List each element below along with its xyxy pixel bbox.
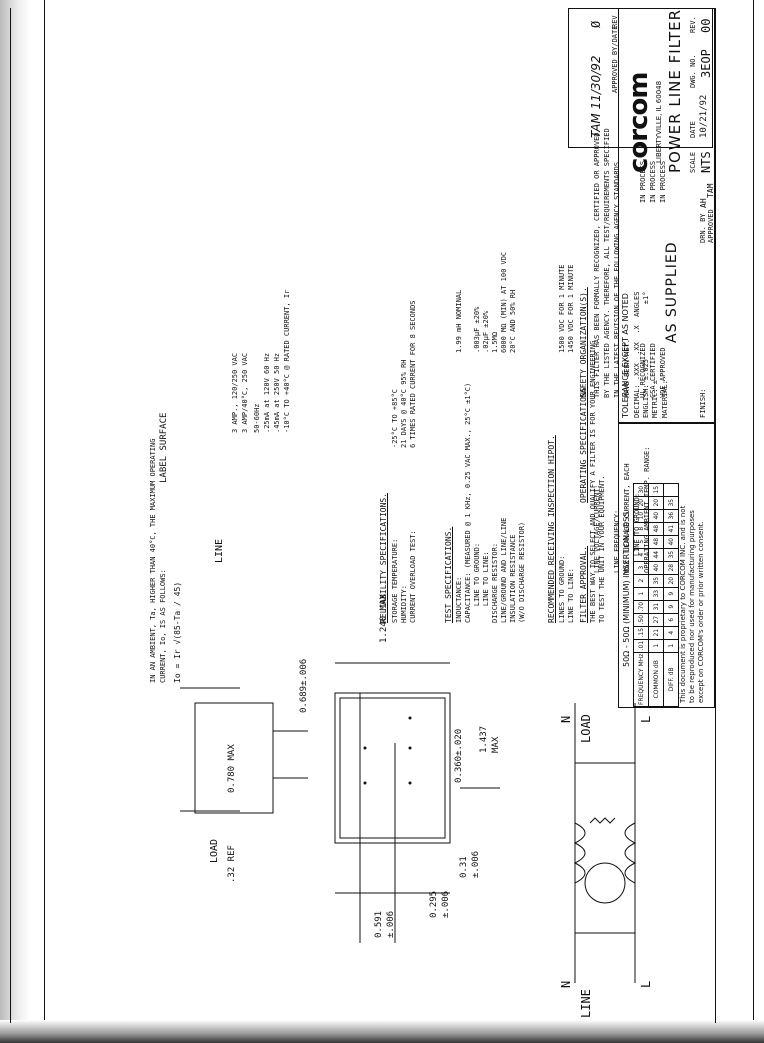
schematic-n-line: N <box>559 980 573 988</box>
top-view-body <box>334 692 451 844</box>
schematic-load: LOAD <box>579 714 593 743</box>
dim-295: 0.295 <box>429 890 439 918</box>
dim-591-tol: ±.006 <box>386 910 396 938</box>
right-border <box>753 0 754 1020</box>
dim-689: 0.689±.006 <box>299 658 309 713</box>
scan-bottom-edge <box>0 1020 764 1043</box>
schematic <box>573 703 637 983</box>
dim-31-tol: ±.006 <box>471 850 481 878</box>
side-view-body <box>194 702 274 814</box>
schematic-n-load: N <box>559 715 573 723</box>
schematic-line: LINE <box>579 989 593 1018</box>
schematic-l-line: L <box>639 980 653 988</box>
dim-32: .32 REF <box>227 845 237 883</box>
line-label: LINE <box>214 538 225 563</box>
dim-360: 0.360±.020 <box>454 728 464 783</box>
dim-1240: 1.240 MAX <box>379 594 389 643</box>
dim-591: 0.591 <box>374 910 384 938</box>
dim-1437: 1.437 <box>479 725 489 753</box>
dim-max: MAX <box>491 736 501 753</box>
left-border <box>44 0 45 1020</box>
load-label: LOAD <box>209 838 220 863</box>
dim-31: 0.31 <box>459 856 469 878</box>
label-surface-note: LABEL SURFACE <box>159 412 169 483</box>
dim-295-tol: ±.006 <box>441 890 451 918</box>
dim-780: 0.780 MAX <box>227 744 237 793</box>
scan-edge <box>0 0 30 1043</box>
schematic-l-load: L <box>639 715 653 723</box>
